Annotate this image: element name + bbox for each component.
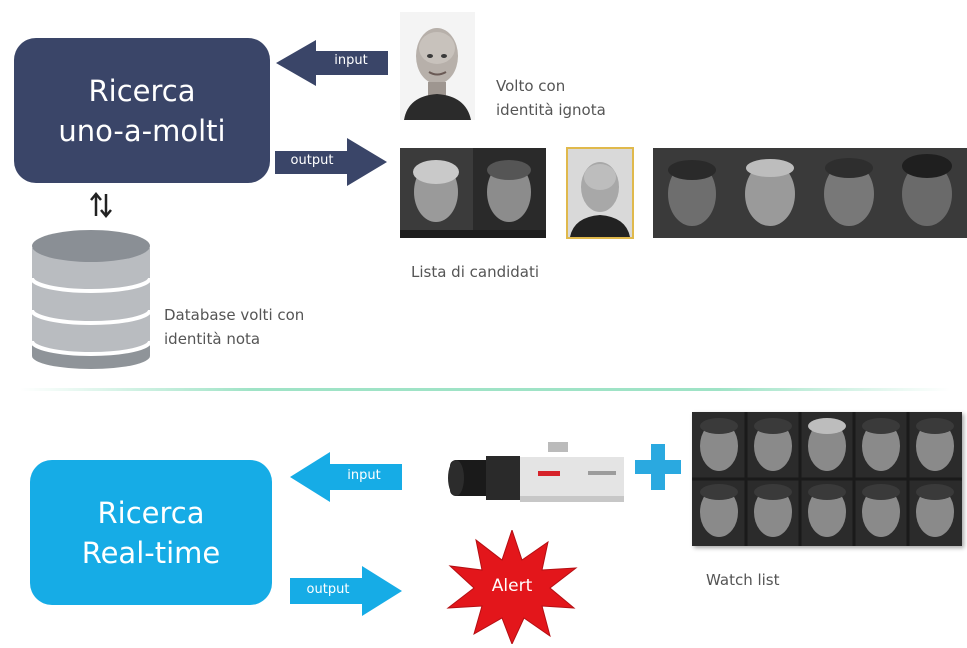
top-input-arrow: input: [276, 40, 388, 86]
watch-list-photos: [692, 412, 962, 546]
database-caption: Database volti con identità nota: [164, 303, 364, 351]
face-silhouette: [400, 12, 475, 120]
plus-icon: [635, 444, 681, 490]
top-output-arrow: output: [275, 138, 387, 186]
candidate-group-1-faces: [400, 148, 546, 238]
top-output-arrow-shape: [275, 138, 387, 186]
unknown-face-caption: Volto con identità ignota: [496, 74, 666, 122]
unknown-face-caption-line2: identità ignota: [496, 101, 606, 119]
bottom-input-label: input: [347, 468, 381, 483]
bottom-output-label: output: [306, 582, 350, 597]
bottom-input-arrow-shape: [290, 452, 402, 502]
bottom-output-arrow: output: [290, 566, 402, 616]
watch-list-caption: Watch list: [706, 571, 780, 589]
database-caption-line2: identità nota: [164, 330, 261, 348]
one-to-many-search-box: Ricerca uno-a-molti: [14, 38, 270, 183]
candidate-group-2: [653, 148, 967, 238]
candidate-group-2-faces: [653, 148, 967, 238]
top-input-label: input: [334, 53, 368, 68]
real-time-search-box: Ricerca Real-time: [30, 460, 272, 605]
database-icon: [30, 228, 152, 370]
security-camera-icon: [448, 436, 626, 506]
up-down-arrows-icon: [88, 190, 114, 220]
section-divider: [20, 388, 950, 391]
real-time-title-line2: Real-time: [81, 535, 221, 570]
candidate-group-1: [400, 148, 546, 238]
one-to-many-title-line1: Ricerca: [88, 73, 196, 108]
one-to-many-title-line2: uno-a-molti: [58, 113, 226, 148]
unknown-face-caption-line1: Volto con: [496, 77, 566, 95]
candidate-highlighted: [566, 147, 634, 239]
candidate-highlighted-face: [568, 149, 632, 237]
bottom-output-arrow-shape: [290, 566, 402, 616]
top-input-arrow-shape: [276, 40, 388, 86]
alert-label: Alert: [491, 576, 533, 596]
database-caption-line1: Database volti con: [164, 306, 305, 324]
bottom-input-arrow: input: [290, 452, 402, 502]
real-time-title-line1: Ricerca: [97, 495, 205, 530]
candidate-list-caption: Lista di candidati: [411, 263, 540, 281]
unknown-face-photo: [400, 12, 475, 120]
watch-list-faces: [692, 412, 962, 546]
alert-burst-icon: Alert: [446, 528, 578, 646]
top-output-label: output: [290, 153, 334, 168]
